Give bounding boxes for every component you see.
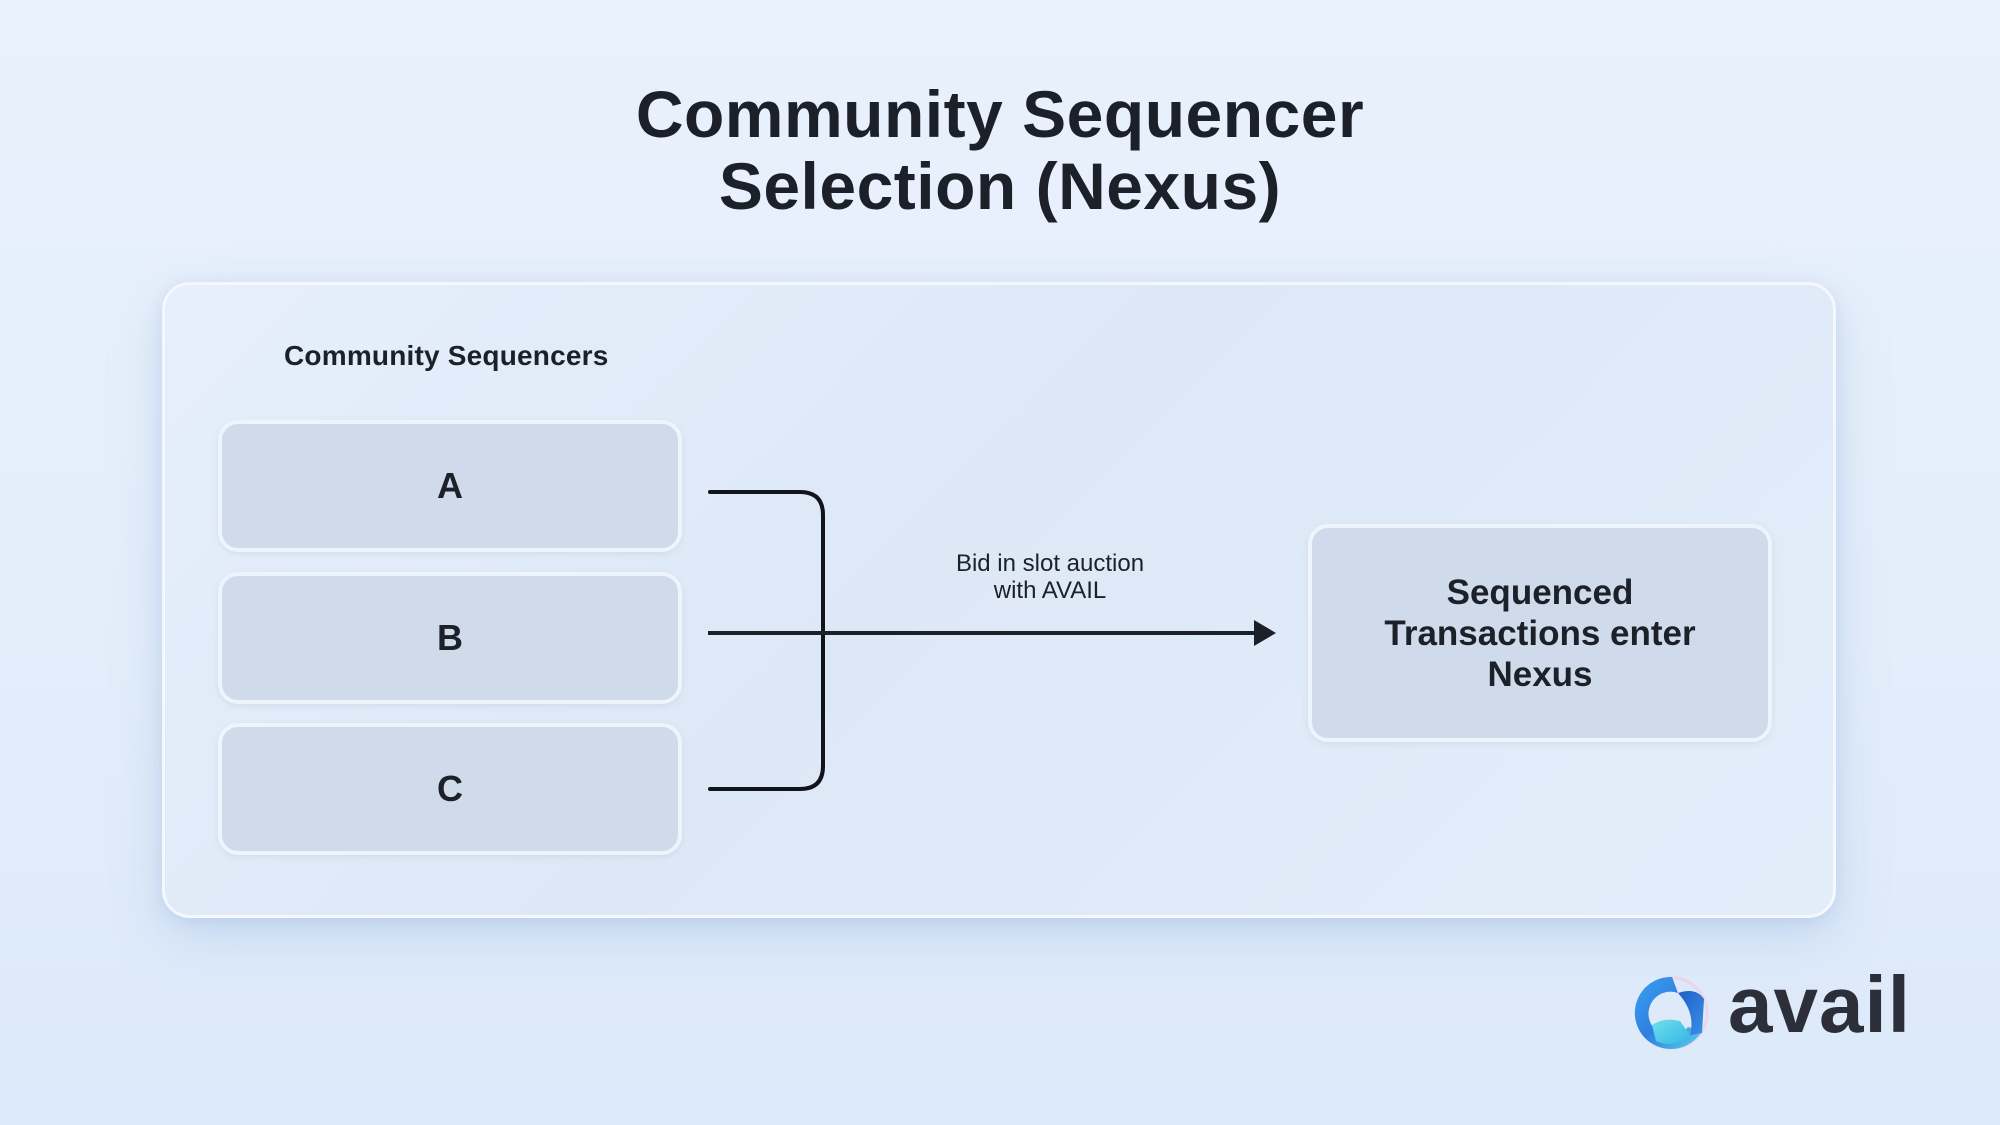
target-line-2: Transactions enter [1384, 613, 1696, 653]
edge-label-line-2: with AVAIL [993, 577, 1107, 604]
page-title: Community Sequencer Selection (Nexus) [0, 78, 2000, 222]
sequencer-box-b: B [218, 572, 682, 704]
avail-wordmark: avail [1728, 960, 1911, 1049]
sequencer-box-c: C [218, 723, 682, 855]
edge-label-line-1: Bid in slot auction [955, 550, 1145, 577]
title-line-2: Selection (Nexus) [718, 149, 1282, 223]
avail-ring-logo-icon [1634, 976, 1709, 1050]
title-line-1: Community Sequencer [635, 77, 1365, 151]
target-line-1: Sequenced [1446, 572, 1634, 612]
target-line-3: Nexus [1487, 654, 1593, 694]
avail-logo: avail [1630, 960, 1911, 1056]
edge-label: Bid in slot auction with AVAIL [900, 550, 1200, 604]
nexus-target-box: Sequenced Transactions enter Nexus [1308, 524, 1772, 742]
section-label: Community Sequencers [284, 340, 609, 371]
sequencer-label: A [437, 465, 463, 506]
sequencer-label: B [437, 617, 463, 658]
sequencer-box-a: A [218, 420, 682, 552]
sequencer-label: C [437, 768, 463, 809]
